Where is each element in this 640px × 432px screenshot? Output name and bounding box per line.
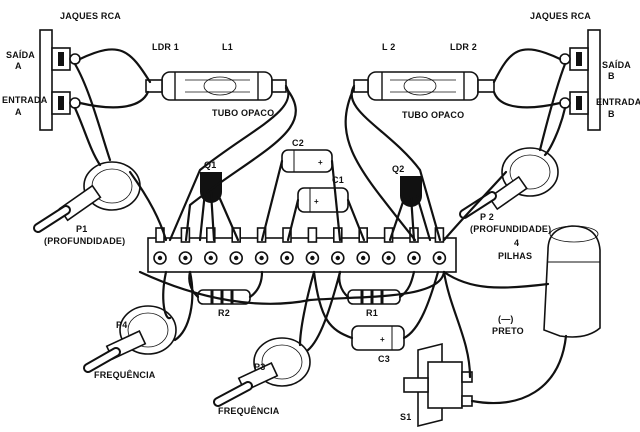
label-p1-profundidade: (PROFUNDIDADE) [44,236,125,246]
capacitor-c3: + [351,325,405,351]
label-ldr2: LDR 2 [450,42,477,52]
terminal-lug [305,227,320,265]
transistor-q2 [400,176,422,207]
label-saida-a: SAÍDA [6,50,35,60]
label-c3: C3 [378,354,390,364]
terminal-lug [381,227,396,265]
label-pilhas: PILHAS [498,251,532,261]
label-preto: PRETO [492,326,524,336]
terminal-lug [330,227,345,265]
svg-text:+: + [380,335,385,344]
label-tubo-opaco-left: TUBO OPACO [212,108,274,118]
label-jaques-rca-left: JAQUES RCA [60,11,121,21]
terminal-lug [178,227,193,265]
opaque-tube-right [353,71,495,101]
capacitor-c2: + [281,149,333,173]
terminal-strip [147,227,457,273]
terminal-lug [204,227,218,265]
potentiometer-p3 [213,337,311,407]
label-saida-b: SAÍDA [602,60,631,70]
switch-s1 [403,342,473,428]
label-r2: R2 [218,308,230,318]
opaque-tube-left [145,71,287,101]
label-frequencia-left: FREQUÊNCIA [94,369,156,380]
label-pilhas-count: 4 [514,238,519,248]
label-entrada-b: ENTRADA [596,97,640,107]
potentiometer-p1 [33,161,141,233]
potentiometer-p4 [83,305,177,373]
label-s1: S1 [400,412,411,422]
label-entrada-a-letter: A [15,107,22,117]
label-frequencia-right: FREQUÊNCIA [218,405,280,416]
battery-pack [543,225,601,338]
svg-text:+: + [314,197,319,206]
label-p3: P3 [254,362,265,372]
label-tubo-opaco-right: TUBO OPACO [402,110,464,120]
terminal-lug [356,227,371,265]
wiring [73,48,568,405]
label-q2: Q2 [392,164,404,174]
label-c1: C1 [332,175,344,185]
label-p2: P 2 [480,212,494,222]
label-p2-profundidade: (PROFUNDIDADE) [470,224,551,234]
labels: JAQUES RCA JAQUES RCA SAÍDA A ENTRADA A … [2,11,640,422]
label-ldr1: LDR 1 [152,42,179,52]
label-jaques-rca-right: JAQUES RCA [530,11,591,21]
terminal-lug [280,227,294,265]
label-entrada-b-letter: B [608,109,615,119]
label-q1: Q1 [204,160,216,170]
terminal-lug [254,227,269,265]
label-negative: (—) [498,314,514,324]
label-c2: C2 [292,138,304,148]
label-r1: R1 [366,308,378,318]
label-p4: P4 [116,320,127,330]
label-l1: L1 [222,42,233,52]
label-saida-a-letter: A [15,61,22,71]
label-saida-b-letter: B [608,71,615,81]
capacitor-c1: + [297,187,349,213]
rca-jack-panel-right [559,29,601,131]
rca-jack-panel-left [39,29,81,131]
label-entrada-a: ENTRADA [2,95,48,105]
label-l2: L 2 [382,42,395,52]
label-p1: P1 [76,224,87,234]
svg-text:+: + [318,158,323,167]
potentiometer-p2 [459,147,559,219]
